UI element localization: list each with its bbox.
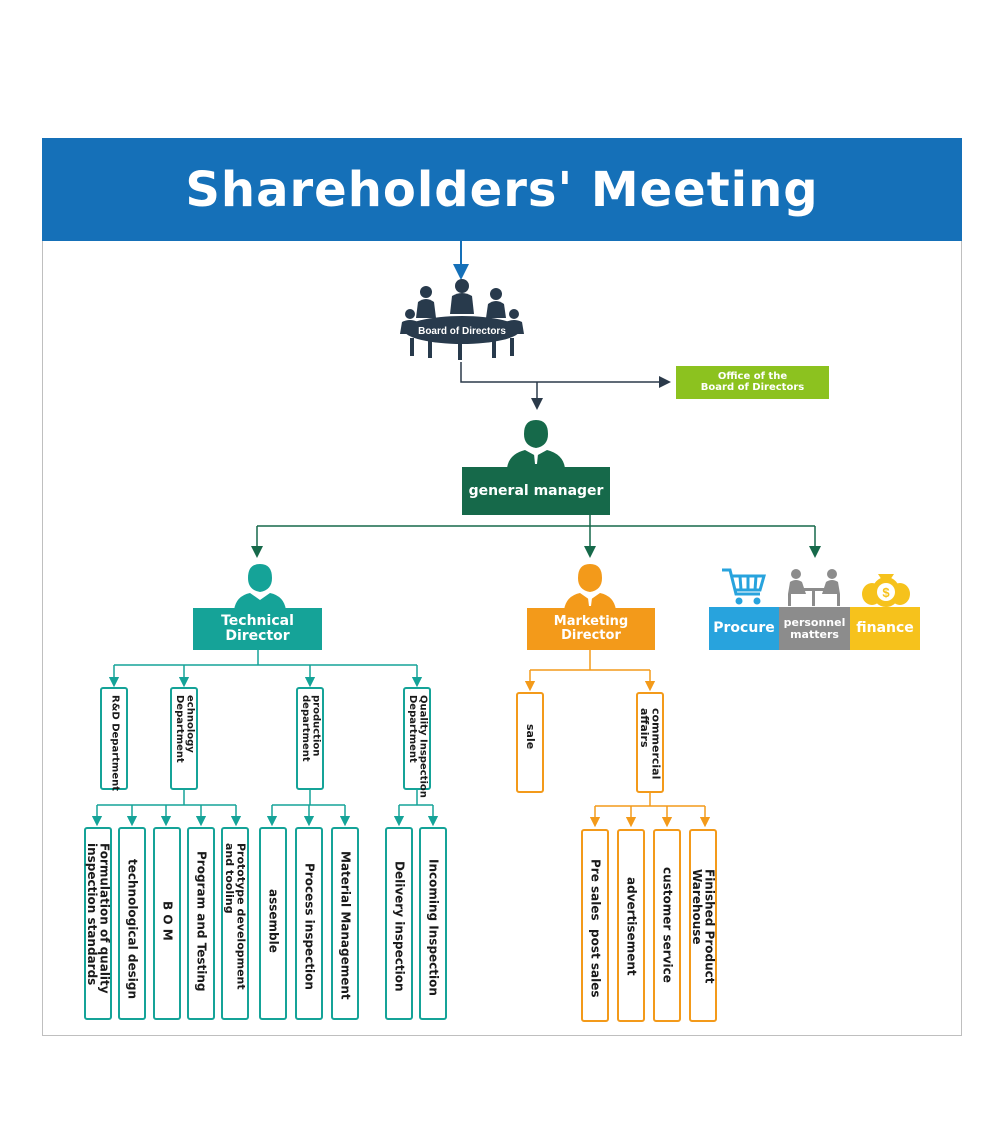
production-department-label: production department — [300, 695, 322, 762]
bom-box[interactable]: B O M — [153, 827, 181, 1020]
production-department-box[interactable]: production department — [296, 687, 324, 790]
finance-box[interactable]: finance — [850, 607, 920, 650]
quality-inspection-department-label: Quality Inspection Department — [407, 695, 429, 798]
quality-standards-box[interactable]: Formulation of quality inspection standa… — [84, 827, 112, 1020]
shopping-cart-icon — [722, 568, 766, 605]
commercial-affairs-label: commercial affairs — [638, 708, 663, 780]
procure-box[interactable]: Procure — [709, 607, 779, 650]
rd-department-box[interactable]: R&D Department — [100, 687, 128, 792]
board-of-directors-label: Board of Directors — [418, 326, 506, 337]
program-testing-label: Program and Testing — [194, 851, 209, 992]
incoming-inspection-label: Incoming Inspection — [426, 859, 441, 996]
advertisement-label: advertisement — [624, 877, 639, 976]
technical-director-person-icon — [234, 564, 286, 610]
page-title: Shareholders' Meeting — [185, 161, 819, 218]
material-management-label: Material Management — [338, 851, 353, 1000]
finance-label: finance — [856, 620, 914, 637]
program-testing-box[interactable]: Program and Testing — [187, 827, 215, 1020]
sale-department-label: sale — [523, 724, 537, 750]
general-manager-label: general manager — [468, 482, 604, 499]
delivery-inspection-box[interactable]: Delivery inspection — [385, 827, 413, 1020]
prototype-development-box[interactable]: Prototype development and tooling — [221, 827, 249, 1020]
assemble-box[interactable]: assemble — [259, 827, 287, 1020]
process-inspection-label: Process inspection — [302, 863, 317, 990]
technology-department-label: echnology Department — [174, 695, 196, 763]
finished-product-warehouse-box[interactable]: Finished Product Warehouse — [689, 829, 717, 1022]
technical-director-box[interactable]: Technical Director — [193, 608, 322, 650]
rd-department-label: R&D Department — [109, 695, 121, 792]
advertisement-box[interactable]: advertisement — [617, 829, 645, 1022]
bom-label: B O M — [160, 901, 175, 941]
process-inspection-box[interactable]: Process inspection — [295, 827, 323, 1020]
board-to-office-line — [460, 362, 671, 388]
marketing-director-label-line2: Director — [561, 628, 621, 643]
quality-inspection-department-box[interactable]: Quality Inspection Department — [403, 687, 431, 798]
material-management-box[interactable]: Material Management — [331, 827, 359, 1020]
prototype-development-label: Prototype development and tooling — [223, 843, 248, 990]
general-manager-box[interactable]: general manager — [462, 467, 610, 515]
assemble-label: assemble — [266, 889, 281, 953]
office-label-line1: Office of the — [717, 371, 788, 382]
customer-service-box[interactable]: customer service — [653, 829, 681, 1022]
manager-person-icon — [507, 420, 565, 468]
personnel-matters-box[interactable]: personnel matters — [779, 607, 850, 650]
pre-post-sales-label: Pre sales post sales — [588, 859, 603, 998]
office-of-the-board-box[interactable]: Office of the Board of Directors — [676, 366, 829, 399]
delivery-inspection-label: Delivery inspection — [392, 861, 407, 992]
shareholders-meeting-banner: Shareholders' Meeting — [42, 138, 962, 241]
boardroom-table-icon: Board of Directors — [400, 279, 524, 360]
finished-product-warehouse-label: Finished Product Warehouse — [690, 869, 717, 984]
commercial-affairs-box[interactable]: commercial affairs — [636, 692, 664, 793]
sale-department-box[interactable]: sale — [516, 692, 544, 793]
technology-department-box[interactable]: echnology Department — [170, 687, 198, 790]
personnel-label-line2: matters — [790, 627, 839, 641]
customer-service-label: customer service — [660, 867, 675, 983]
procure-label: Procure — [713, 620, 775, 637]
meeting-people-icon — [788, 569, 840, 606]
technological-design-box[interactable]: technological design — [118, 827, 146, 1020]
marketing-director-label-line1: Marketing — [553, 614, 629, 630]
money-bag-icon: $ — [862, 574, 910, 607]
marketing-director-person-icon — [564, 564, 616, 610]
marketing-director-box[interactable]: Marketing Director — [527, 608, 655, 650]
office-label-line2: Board of Directors — [700, 381, 805, 393]
svg-text:$: $ — [882, 585, 890, 600]
technical-director-label: Technical Director — [221, 613, 294, 644]
personnel-label-line1: personnel — [783, 615, 846, 629]
technological-design-label: technological design — [125, 859, 140, 999]
pre-post-sales-box[interactable]: Pre sales post sales — [581, 829, 609, 1022]
quality-standards-label: Formulation of quality inspection standa… — [85, 843, 112, 994]
incoming-inspection-box[interactable]: Incoming Inspection — [419, 827, 447, 1020]
